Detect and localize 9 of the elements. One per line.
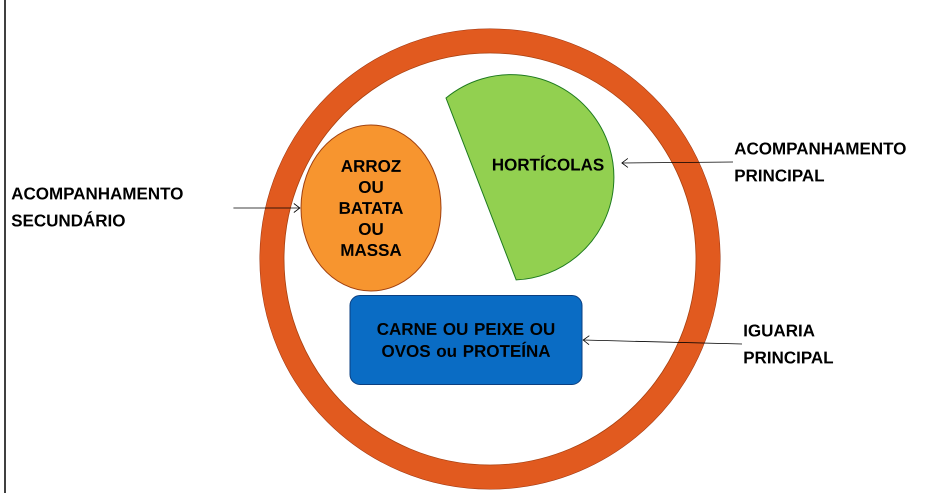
vegetable-segment: HORTÍCOLAS (446, 74, 614, 280)
arrow (621, 158, 734, 168)
arrow (233, 203, 300, 213)
callout-label: ACOMPANHAMENTO SECUNDÁRIO (12, 187, 183, 227)
plate-ring (260, 28, 720, 490)
protein-box: CARNE OU PEIXE OU OVOS ou PROTEÍNA (350, 295, 582, 385)
callout-label: IGUARIA PRINCIPAL (744, 324, 834, 364)
callout-label: ACOMPANHAMENTO PRINCIPAL (734, 142, 906, 182)
arrow (582, 335, 742, 346)
